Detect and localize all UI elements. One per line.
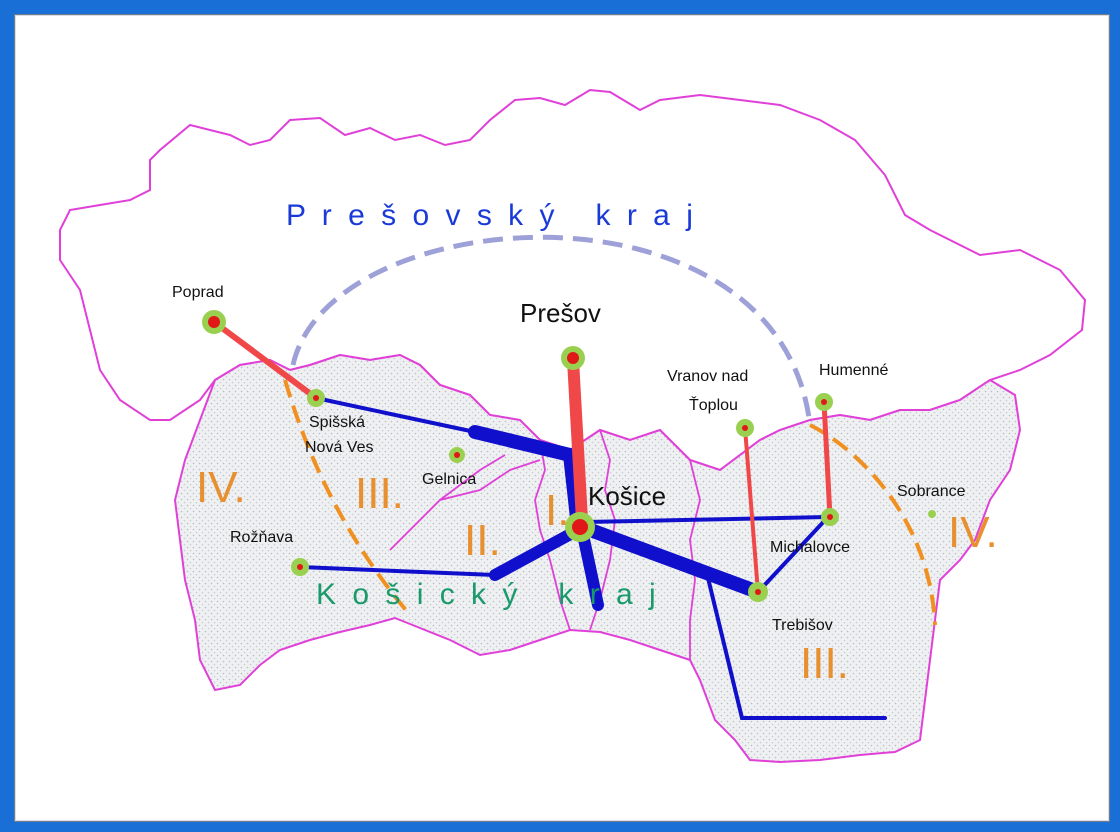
city-label-kosice: Košice bbox=[588, 481, 666, 511]
city-label-vranov-2: Ťoplou bbox=[689, 395, 738, 414]
zone-label-iv-east: IV. bbox=[948, 508, 998, 557]
city-label-vranov-1: Vranov nad bbox=[667, 368, 748, 385]
kosice-region-area bbox=[173, 353, 1022, 764]
city-label-spisska-2: Nová Ves bbox=[305, 439, 373, 456]
city-label-poprad: Poprad bbox=[172, 284, 224, 301]
city-markers bbox=[202, 310, 936, 602]
city-labels: Poprad Prešov Vranov nad Ťoplou Humenné … bbox=[172, 284, 966, 634]
zone-label-ii: II. bbox=[464, 516, 501, 565]
city-label-humenne: Humenné bbox=[819, 362, 888, 379]
city-label-trebisov: Trebišov bbox=[772, 617, 833, 634]
region-boundary-arc bbox=[290, 234, 813, 426]
zone-arc-west bbox=[283, 379, 412, 617]
red-roads bbox=[212, 319, 833, 593]
zone-label-iii-east: III. bbox=[800, 639, 849, 688]
city-label-spisska-1: Spišská bbox=[309, 414, 365, 431]
city-label-roznava: Rožňava bbox=[230, 529, 293, 546]
zone-labels: IV. III. II. I. III. IV. bbox=[196, 463, 998, 688]
city-label-presov: Prešov bbox=[520, 298, 601, 328]
presov-region-label: P r e š o v s k ý k r a j bbox=[286, 199, 697, 232]
city-label-michalovce: Michalovce bbox=[770, 539, 850, 556]
zone-label-i: I. bbox=[545, 486, 569, 535]
kosice-region-label: K o š i c k ý k r a j bbox=[316, 578, 660, 611]
zone-label-iii-west: III. bbox=[355, 469, 404, 518]
city-label-sobrance: Sobrance bbox=[897, 483, 966, 500]
zone-label-iv-west: IV. bbox=[196, 463, 246, 512]
city-label-gelnica: Gelnica bbox=[422, 471, 476, 488]
